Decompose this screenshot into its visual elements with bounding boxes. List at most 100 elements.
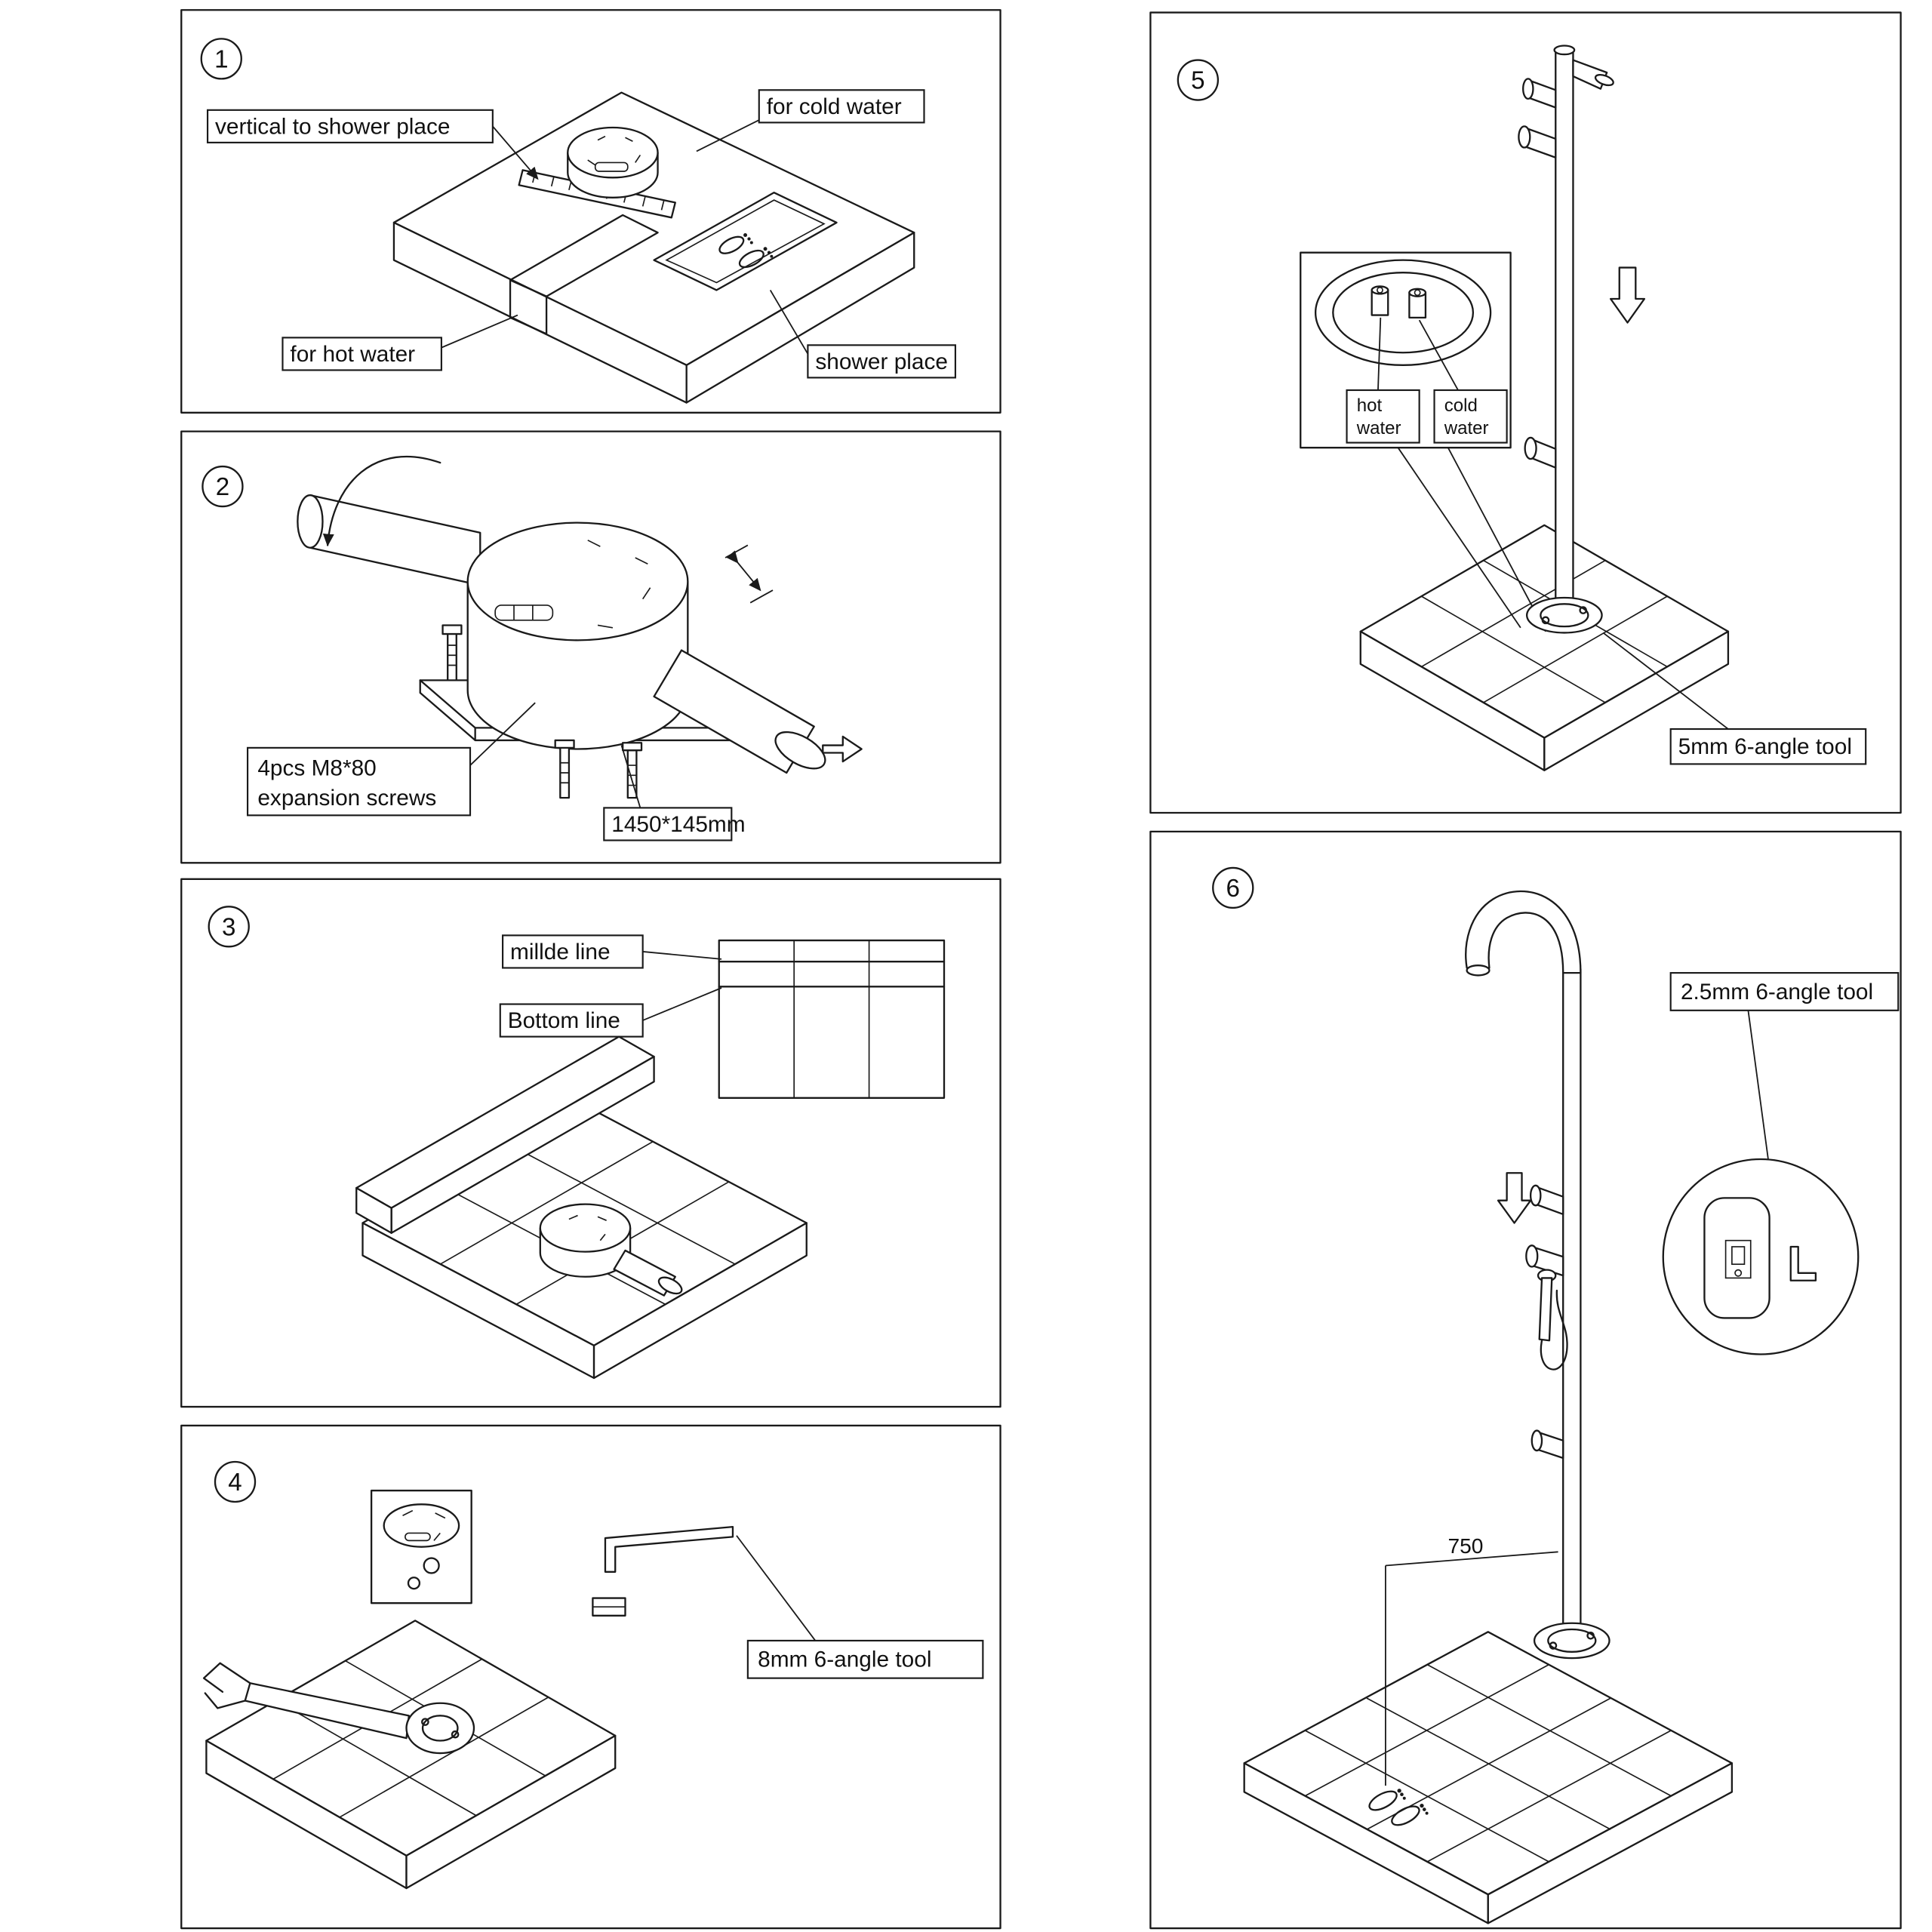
label-box xyxy=(1669,728,1867,765)
gooseneck-spout xyxy=(1465,890,1582,974)
panel-5: 5 hot water cold water xyxy=(1149,11,1902,814)
flange-top-view xyxy=(1314,259,1492,366)
label-cold-water: cold water xyxy=(1433,389,1508,444)
base-drawing xyxy=(1359,524,1730,771)
deck-slab-drawing xyxy=(392,91,915,404)
label-cold-line1: cold xyxy=(1444,395,1478,416)
diverter-fitting xyxy=(1529,1184,1564,1216)
footprints-icon xyxy=(718,233,774,269)
base-drawing xyxy=(1243,1631,1734,1924)
leader-line xyxy=(642,951,722,960)
label-hot-line2: water xyxy=(1356,418,1401,438)
panel-6: 6 750 xyxy=(1149,830,1902,1930)
label-box xyxy=(281,337,442,371)
part-engravings xyxy=(402,1509,446,1542)
label-box xyxy=(807,344,956,379)
label-bottom-text: Bottom line xyxy=(508,1008,620,1033)
spout-outlet xyxy=(1466,964,1491,977)
label-box xyxy=(502,934,644,969)
allen-key-drawing xyxy=(592,1525,734,1617)
label-screws-line1: 4pcs M8*80 xyxy=(257,755,376,780)
wrench-drawing xyxy=(202,1662,475,1755)
slab-groove xyxy=(509,214,659,297)
label-box xyxy=(247,746,472,817)
label-middle-line: millde line xyxy=(502,934,722,969)
base-flange xyxy=(1525,596,1603,634)
connector-part xyxy=(1703,1197,1770,1319)
dimension-line xyxy=(1385,1551,1558,1567)
lower-fitting xyxy=(1531,1429,1564,1460)
leader-line xyxy=(1418,319,1459,391)
wrench-jaw xyxy=(202,1662,251,1694)
shower-place-plate xyxy=(653,192,838,291)
valve-engravings xyxy=(568,1214,607,1241)
footprints-icon xyxy=(1368,1789,1429,1826)
panel-2-border xyxy=(180,430,1001,864)
mid-fitting xyxy=(1524,436,1557,469)
leader-line xyxy=(620,745,641,808)
label-screws-line2: expansion screws xyxy=(257,786,436,811)
valve-body-drawing xyxy=(567,126,659,198)
label-tool-text: 2.5mm 6-angle tool xyxy=(1681,980,1873,1004)
hand-shower xyxy=(1537,1269,1568,1371)
step-number-1: 1 xyxy=(200,38,242,80)
part-detail-box xyxy=(370,1489,472,1604)
flow-arrow xyxy=(822,735,863,763)
valve-engravings xyxy=(587,135,641,172)
label-hot-water: hot water xyxy=(1346,389,1420,444)
label-vertical-to-shower-place: vertical to shower place xyxy=(206,109,539,180)
label-plate-dimension: 1450*145mm xyxy=(603,745,746,841)
left-fitting-upper xyxy=(1522,78,1557,109)
leader-line xyxy=(492,125,539,180)
shower-hose xyxy=(1540,1289,1568,1371)
cold-water-port xyxy=(1408,288,1427,319)
step-number-1-text: 1 xyxy=(214,45,228,73)
handshower-holder-fitting xyxy=(1525,1244,1564,1277)
expansion-screws-drawing xyxy=(441,624,643,799)
label-box xyxy=(1669,972,1900,1011)
down-arrow xyxy=(1497,1172,1532,1224)
zoom-detail-box: hot water cold water xyxy=(1300,251,1512,449)
dimension-750-text: 750 xyxy=(1447,1534,1483,1558)
embedded-valve-drawing xyxy=(539,1203,683,1297)
label-box xyxy=(603,807,733,841)
label-box xyxy=(746,1639,984,1679)
step-number-3-text: 3 xyxy=(222,913,235,941)
label-expansion-screws: 4pcs M8*80 expansion screws xyxy=(247,702,536,817)
label-tool-text: 8mm 6-angle tool xyxy=(758,1647,931,1672)
label-middle-text: millde line xyxy=(510,940,611,964)
step-number-5-text: 5 xyxy=(1191,67,1204,95)
leader-line xyxy=(469,702,536,766)
beam-drawing xyxy=(355,1035,655,1234)
panel-3-border xyxy=(180,878,1001,1408)
panel-5-border xyxy=(1149,11,1902,814)
flange-ring xyxy=(405,1702,475,1755)
leader-line xyxy=(441,314,518,349)
height-dimension: 750 xyxy=(1384,1534,1558,1786)
top-right-fitting xyxy=(1572,59,1614,90)
panel-1: 1 vertical to s xyxy=(180,9,1001,414)
leader-line xyxy=(1747,1010,1769,1160)
shower-column-drawing xyxy=(1518,45,1614,617)
left-fitting-lower xyxy=(1518,125,1557,158)
platform-drawing xyxy=(205,1620,617,1890)
label-box xyxy=(758,89,925,124)
tile-wall-drawing xyxy=(718,939,946,1099)
step-number-6: 6 xyxy=(1212,866,1254,909)
valve-engravings xyxy=(494,540,651,629)
label-tool-text: 5mm 6-angle tool xyxy=(1678,734,1852,759)
hot-water-port xyxy=(1371,285,1389,316)
rotation-arrow xyxy=(322,455,441,547)
zoom-detail-circle xyxy=(1662,1158,1860,1355)
leader-line xyxy=(696,119,760,152)
allen-key-icon xyxy=(1789,1245,1817,1281)
inlet-pipe-left xyxy=(297,494,481,586)
label-box xyxy=(499,1003,644,1038)
label-box xyxy=(206,109,494,143)
step-number-6-text: 6 xyxy=(1226,875,1240,903)
label-shower-place-text: shower place xyxy=(815,349,948,374)
label-box xyxy=(1346,389,1420,444)
label-bottom-line: Bottom line xyxy=(499,987,722,1038)
label-box xyxy=(1433,389,1508,444)
